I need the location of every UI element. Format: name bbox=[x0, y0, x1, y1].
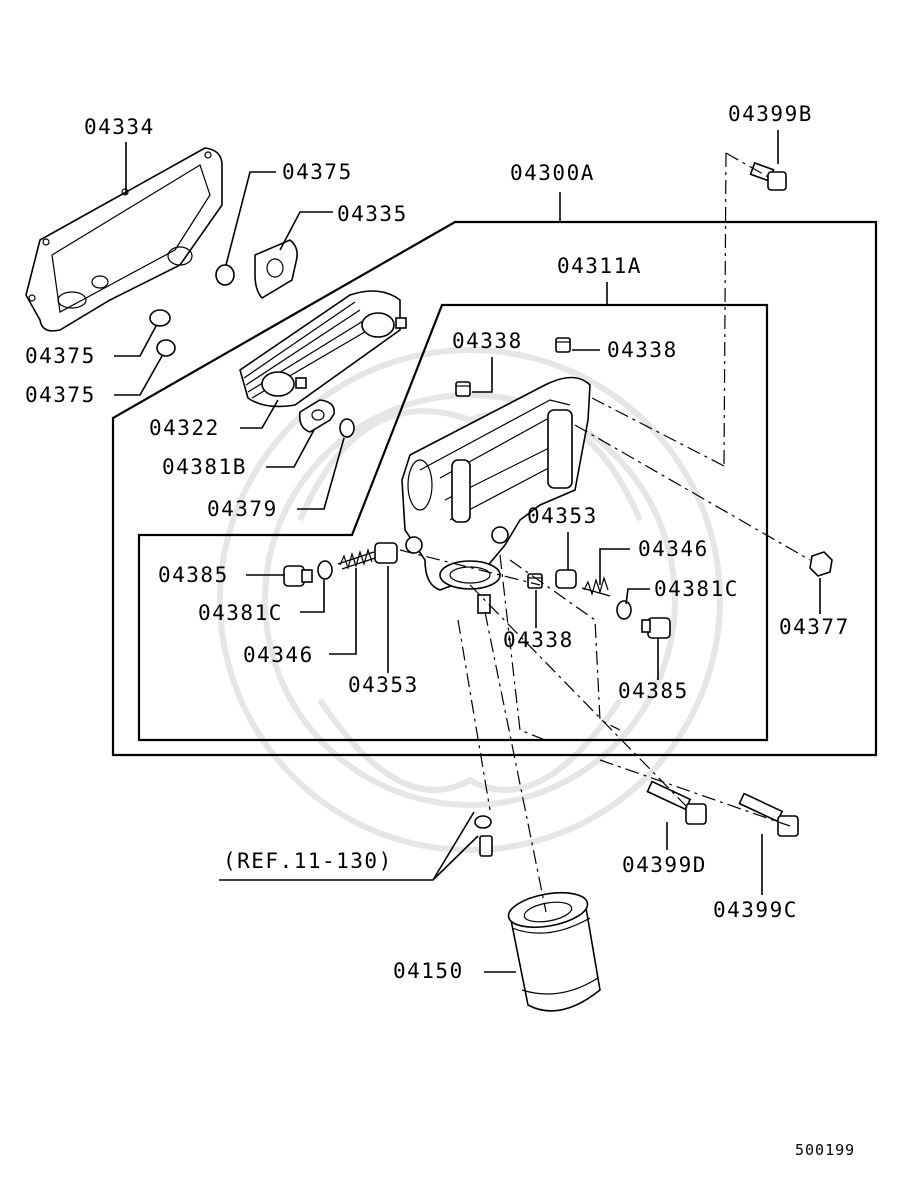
leader-lines bbox=[114, 130, 821, 973]
label-04399C: 04399C bbox=[713, 898, 798, 922]
label-04346-b: 04346 bbox=[638, 537, 709, 561]
label-ref: (REF.11-130) bbox=[223, 849, 393, 873]
o-ring-04375-top bbox=[215, 264, 235, 286]
o-ring-04375-b bbox=[156, 339, 176, 357]
nut-04377 bbox=[809, 551, 833, 577]
label-04375-b: 04375 bbox=[25, 383, 96, 407]
ref-washer bbox=[474, 815, 492, 829]
spring-04346-right bbox=[581, 575, 611, 597]
bolt-04399D bbox=[646, 780, 707, 825]
o-ring-04375-a bbox=[149, 309, 171, 327]
label-04338-c: 04338 bbox=[503, 628, 574, 652]
diagram-id: 500199 bbox=[795, 1141, 856, 1159]
ref-bolt bbox=[479, 835, 493, 857]
label-04335: 04335 bbox=[337, 202, 408, 226]
assembly-frame-04300A bbox=[111, 220, 878, 757]
gasket-04381C-left bbox=[317, 560, 333, 580]
label-04353-b: 04353 bbox=[348, 673, 419, 697]
label-04381B: 04381B bbox=[162, 455, 247, 479]
label-04375-top: 04375 bbox=[282, 160, 353, 184]
label-04338-a: 04338 bbox=[452, 329, 523, 353]
label-04322: 04322 bbox=[149, 416, 220, 440]
label-04375-a: 04375 bbox=[25, 344, 96, 368]
filter-bracket-04311A bbox=[401, 376, 591, 614]
label-04399B: 04399B bbox=[728, 102, 813, 126]
plug-04338-a bbox=[455, 381, 471, 397]
bolt-04385-left bbox=[283, 565, 313, 587]
label-04385-left: 04385 bbox=[158, 563, 229, 587]
gasket-04335 bbox=[254, 239, 298, 300]
label-04334: 04334 bbox=[84, 115, 155, 139]
bolt-04385-right bbox=[641, 617, 671, 639]
alignment-lines bbox=[399, 152, 811, 913]
label-04311A: 04311A bbox=[557, 254, 642, 278]
assembly-frame-04311A bbox=[137, 303, 769, 742]
label-04377: 04377 bbox=[779, 615, 850, 639]
label-04353-a: 04353 bbox=[527, 504, 598, 528]
label-04379: 04379 bbox=[207, 497, 278, 521]
valve-04353-right bbox=[555, 569, 577, 589]
gasket-04381B bbox=[298, 399, 336, 433]
bolt-04399C bbox=[738, 792, 799, 837]
label-04300A: 04300A bbox=[510, 161, 595, 185]
o-ring-04379 bbox=[339, 418, 355, 438]
label-04385-right: 04385 bbox=[618, 679, 689, 703]
gasket-04334 bbox=[25, 147, 223, 332]
gasket-04381C-right bbox=[616, 600, 632, 620]
valve-04353-left bbox=[374, 542, 398, 564]
label-04381C-left: 04381C bbox=[198, 601, 283, 625]
label-04381C-right: 04381C bbox=[654, 577, 739, 601]
oil-cooler-04322 bbox=[239, 290, 407, 408]
plug-04338-b bbox=[555, 337, 571, 353]
label-04338-b: 04338 bbox=[607, 338, 678, 362]
spring-04346-left bbox=[337, 547, 379, 571]
label-04346-left: 04346 bbox=[243, 643, 314, 667]
label-04150: 04150 bbox=[393, 959, 464, 983]
oil-filter-04150 bbox=[507, 891, 601, 1012]
label-04399D: 04399D bbox=[622, 853, 707, 877]
